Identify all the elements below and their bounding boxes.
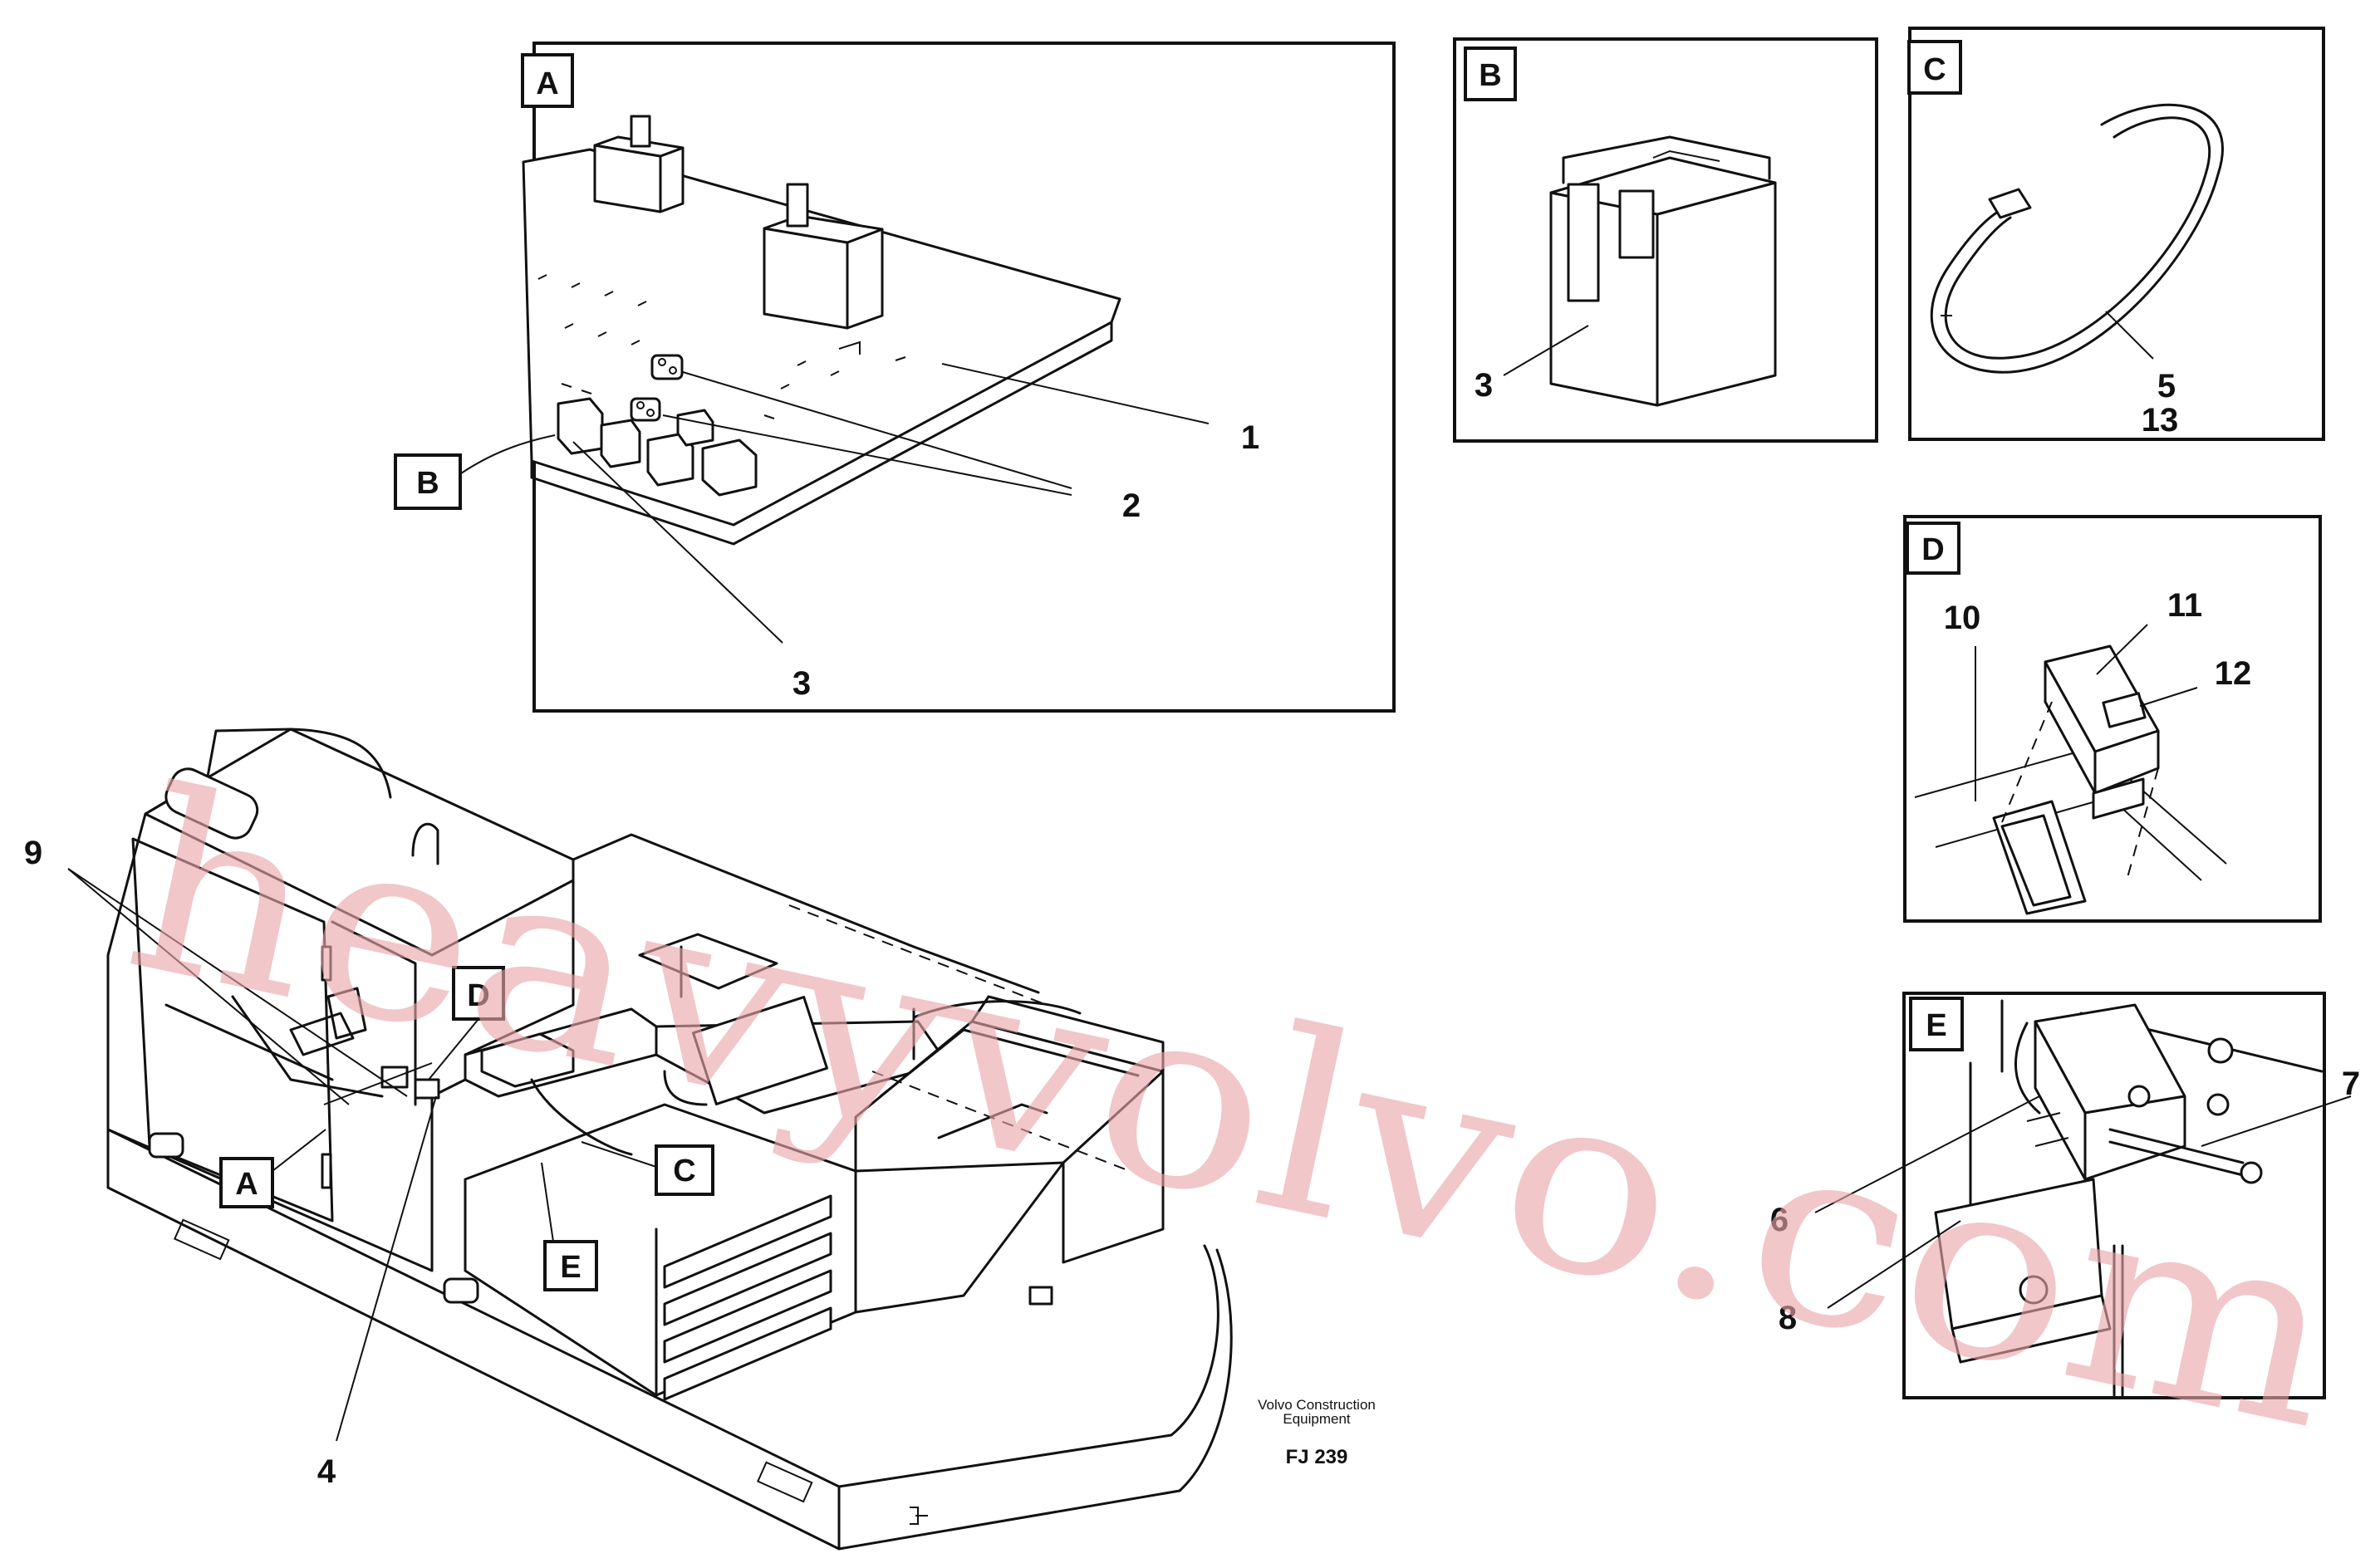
vent-louvers: [663, 1194, 832, 1401]
tag-e-ref: E: [560, 1250, 581, 1285]
callout-6: 6: [1770, 1202, 1789, 1238]
leader-9b: [67, 868, 408, 1097]
tag-c-ref: C: [673, 1154, 695, 1188]
leader-1: [941, 363, 1210, 424]
relay-small: [593, 115, 685, 213]
tag-a-ref: A: [235, 1167, 258, 1202]
leader-b3: [1503, 325, 1589, 376]
callout-4: 4: [317, 1453, 336, 1490]
callout-13: 13: [2142, 402, 2179, 439]
callout-10: 10: [1944, 600, 1981, 636]
callout-12: 12: [2215, 655, 2252, 692]
detail-e-panel: E 6 7 8: [1770, 992, 2360, 1399]
cab-fuse-area: [231, 987, 658, 1105]
wiring-harness: [530, 1078, 633, 1156]
leader-e7: [2201, 1095, 2352, 1147]
detail-d-tag-box: [1906, 522, 1960, 575]
callout-2: 2: [1122, 488, 1141, 524]
cable-tie: [1930, 103, 2224, 374]
detail-b-frame: [1453, 37, 1878, 443]
leader-b: [460, 434, 556, 474]
fuse-holder-2b: [630, 397, 661, 422]
leader-d12: [2139, 687, 2198, 707]
detail-c-panel: C 5 13: [1907, 27, 2325, 441]
engine-hood: [680, 904, 1165, 1314]
connector-assembly: [1934, 999, 2324, 1397]
callout-3: 3: [793, 665, 811, 702]
fuse-cover: [1549, 135, 1777, 407]
base-plate: [106, 1128, 1233, 1551]
small-relay-row: [557, 397, 758, 497]
tag-d-ref: D: [467, 978, 489, 1013]
callout-5: 5: [2157, 368, 2176, 404]
leader-2a: [682, 371, 1072, 489]
detail-d-panel: D 10 11 12: [1903, 515, 2322, 923]
leader-tag-d: [428, 1018, 479, 1080]
footer-company-line1: Volvo Construction: [1258, 1397, 1376, 1413]
leader-9a: [67, 868, 350, 1105]
leader-e8: [1827, 1220, 1961, 1309]
leader-tag-c: [581, 1141, 657, 1168]
callout-9: 9: [24, 835, 42, 871]
relay-large: [763, 183, 884, 330]
callout-11: 11: [2167, 587, 2202, 624]
tag-b-box: [394, 453, 462, 510]
detail-e-tag-box: [1909, 997, 1964, 1051]
detail-b-panel: B 3: [1453, 37, 1878, 443]
leader-d11: [2096, 624, 2148, 675]
detail-d-tag: D: [1921, 532, 1944, 567]
rocker-switch: [1914, 644, 2227, 915]
footer-company-line2: Equipment: [1283, 1411, 1351, 1427]
tag-d-box: [452, 966, 505, 1021]
tag-a-box: [219, 1157, 274, 1208]
callout-8: 8: [1779, 1300, 1797, 1336]
tag-e-box: [543, 1240, 598, 1291]
leader-4: [336, 1095, 437, 1442]
detail-e-tag: E: [1926, 1008, 1946, 1043]
detail-d-frame: [1903, 515, 2322, 923]
callout-1: 1: [1241, 419, 1259, 456]
detail-b-tag: B: [1479, 58, 1501, 93]
leader-e6: [1814, 1095, 2040, 1213]
leader-c5: [2105, 311, 2154, 360]
detail-c-tag: C: [1923, 52, 1946, 87]
tag-c-box: [655, 1144, 714, 1196]
fuse-holder-2a: [650, 354, 684, 380]
leader-tag-a: [272, 1129, 326, 1172]
tag-b-ref: B: [416, 466, 439, 501]
detail-c-frame: [1908, 27, 2325, 441]
detail-a-panel: A: [394, 42, 1396, 713]
callout-b3: 3: [1475, 367, 1493, 404]
callout-7: 7: [2342, 1066, 2360, 1102]
detail-b-tag-box: [1464, 47, 1517, 101]
detail-e-frame: [1902, 992, 2326, 1399]
leader-tag-e: [541, 1162, 554, 1242]
center-deck: [443, 833, 1040, 1401]
fuse-slot-marks: [537, 274, 906, 419]
detail-c-tag-box: [1907, 40, 1962, 95]
detail-a-tag-box: [521, 53, 574, 108]
machine-overview: A D C E 9 4: [24, 728, 1233, 1551]
leader-3: [572, 441, 783, 644]
leader-2b: [662, 414, 1072, 496]
detail-a-tag: A: [536, 66, 558, 101]
figure-code: FJ 239: [1286, 1446, 1348, 1468]
footer-block: Volvo Construction Equipment FJ 239: [1258, 1397, 1376, 1468]
fuse-board: [522, 115, 1121, 546]
